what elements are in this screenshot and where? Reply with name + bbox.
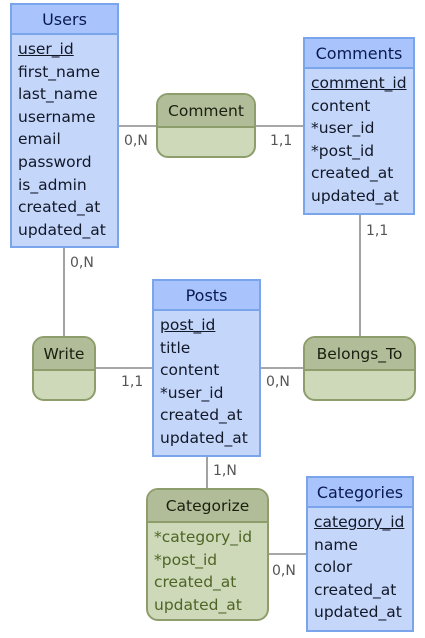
comments-fk-post-id: *post_id [311,141,375,160]
posts-pk-post-id: post_id [160,316,216,334]
users-attr-last-name: last_name [18,85,98,104]
categories-pk-category-id: category_id [314,513,405,531]
categories-attr-color: color [314,558,353,577]
categories-attr-name: name [314,535,358,554]
posts-entity[interactable]: Posts post_id title content *user_id cre… [152,279,261,457]
cardinality-write-posts: 1,1 [121,374,144,390]
users-attr-password: password [18,152,92,171]
belongs-to-relationship-title: Belongs_To [305,338,414,371]
categorize-fk-category-id: *category_id [154,528,253,546]
cardinality-comment-comments: 1,1 [270,133,293,149]
comments-attr-created-at: created_at [311,164,394,183]
categorize-relationship-title: Categorize [148,490,267,523]
users-attr-first-name: first_name [18,62,100,81]
categorize-attr-created-at: created_at [154,573,237,592]
cardinality-users-comment: 0,N [124,133,148,149]
posts-attr-updated-at: updated_at [160,428,248,447]
categories-attr-created-at: created_at [314,580,397,599]
users-attr-updated-at: updated_at [18,220,106,239]
comment-relationship[interactable]: Comment [156,93,256,158]
cardinality-users-write: 0,N [70,255,94,271]
users-attr-created-at: created_at [18,198,101,217]
categorize-fk-post-id: *post_id [154,550,218,569]
users-attr-is-admin: is_admin [18,175,87,194]
categorize-attr-updated-at: updated_at [154,595,242,614]
comments-entity-title: Comments [305,39,413,69]
comments-entity[interactable]: Comments comment_id content *user_id *po… [303,37,415,215]
write-relationship-title: Write [34,338,94,371]
categories-attr-updated-at: updated_at [314,603,402,622]
users-attr-email: email [18,130,61,149]
users-attr-username: username [18,107,96,126]
users-entity-title: Users [12,5,117,35]
categories-entity[interactable]: Categories category_id name color create… [306,476,414,632]
posts-attr-title: title [160,338,191,357]
comments-fk-user-id: *user_id [311,119,375,138]
posts-entity-title: Posts [154,281,259,311]
comment-relationship-title: Comment [158,95,254,128]
cardinality-comments-belongs: 1,1 [366,223,389,239]
posts-attr-content: content [160,361,220,380]
belongs-to-relationship[interactable]: Belongs_To [303,336,416,401]
categories-entity-title: Categories [308,478,412,508]
comments-pk-comment-id: comment_id [311,74,407,92]
cardinality-categories-categorize: 0,N [272,563,296,579]
posts-attr-created-at: created_at [160,406,243,425]
cardinality-posts-categorize: 1,N [213,463,237,479]
users-entity[interactable]: Users user_id first_name last_name usern… [10,3,119,248]
cardinality-posts-belongs: 0,N [266,374,290,390]
comments-attr-updated-at: updated_at [311,186,399,205]
posts-fk-user-id: *user_id [160,383,224,402]
comments-attr-content: content [311,96,371,115]
write-relationship[interactable]: Write [32,336,96,401]
categorize-relationship[interactable]: Categorize *category_id *post_id created… [146,488,269,621]
users-pk-user-id: user_id [18,40,74,58]
